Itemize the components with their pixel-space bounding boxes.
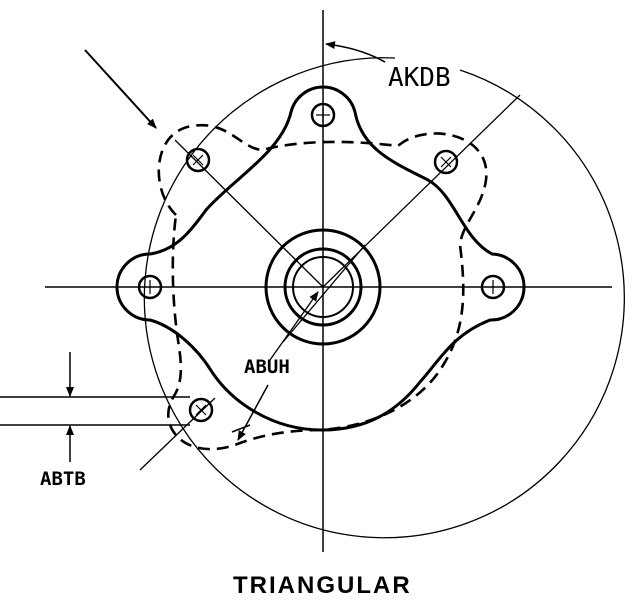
diagram-title: TRIANGULAR: [233, 572, 412, 599]
diagonal-centerline: [139, 397, 216, 471]
bolt-hole: [310, 102, 336, 128]
label-abtb: ABTB: [40, 468, 86, 490]
diagonal-centerline: [322, 94, 521, 288]
hub-middle: [283, 247, 363, 327]
bolt-hole: [185, 147, 211, 173]
bolt-hole: [137, 274, 163, 300]
abuh-leader: [269, 291, 319, 361]
bolt-hole: [480, 274, 506, 300]
bolt-circle: [143, 57, 625, 539]
akdb-leader: [325, 41, 386, 63]
diagonal-centerline: [174, 139, 324, 288]
label-abuh: ABUH: [244, 356, 290, 378]
hub-inner: [292, 256, 354, 318]
triangular-flange-outline: [115, 85, 526, 432]
label-akdb: AKDB: [388, 63, 451, 93]
bolt-holes: [137, 102, 506, 423]
hub-diameter-line: [282, 244, 366, 343]
bolt-hole: [188, 397, 214, 423]
alternate-flange-outline-dashed: [157, 123, 488, 451]
dimension-leader: [231, 424, 251, 433]
hub-outer: [264, 228, 382, 346]
bolt-hole: [433, 149, 459, 175]
leader-arrow: [84, 49, 157, 129]
dimension-leader: [237, 384, 269, 441]
